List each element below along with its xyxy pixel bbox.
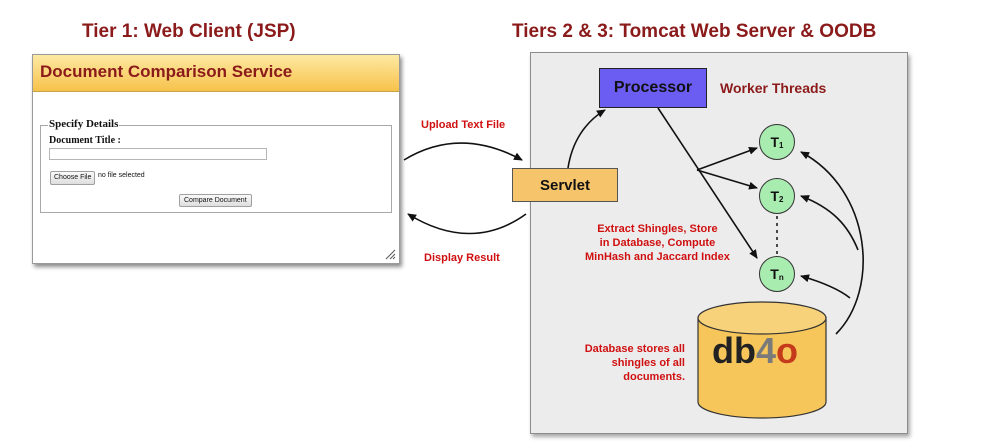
servlet-label: Servlet <box>539 176 591 194</box>
details-fieldset <box>40 125 392 213</box>
db-to-t2-arrow <box>800 195 859 251</box>
database-note: Database stores all shingles of all docu… <box>584 343 685 383</box>
servlet-to-processor-arrow <box>567 109 606 169</box>
db4o-logo: db4o <box>712 330 799 371</box>
client-header: Document Comparison Service <box>33 55 399 92</box>
to-t2-arrow <box>696 169 758 190</box>
servlet-box: Servlet <box>512 168 618 202</box>
web-client-window: Document Comparison Service Specify Deta… <box>32 54 400 264</box>
document-title-label: Document Title : <box>49 135 121 146</box>
upload-label: Upload Text File <box>421 119 506 131</box>
processor-label: Processor <box>613 79 693 96</box>
upload-arrow <box>403 142 523 161</box>
no-file-text: no file selected <box>98 172 145 179</box>
to-t1-arrow <box>696 146 758 171</box>
display-label: Display Result <box>424 252 500 264</box>
choose-file-button[interactable]: Choose File <box>50 171 96 185</box>
db-to-t1-arrow <box>800 151 864 335</box>
client-title: Document Comparison Service <box>40 62 293 81</box>
compare-document-button[interactable]: Compare Document <box>179 194 252 207</box>
processor-box: Processor <box>599 68 707 108</box>
database-cylinder <box>697 301 827 419</box>
db-to-tn-arrow <box>800 274 851 299</box>
display-arrow <box>407 213 527 235</box>
document-title-input[interactable] <box>49 148 267 160</box>
worker-threads-label: Worker Threads <box>720 80 827 96</box>
details-legend: Specify Details <box>48 118 120 130</box>
resize-grip-icon[interactable] <box>384 248 396 260</box>
tier23-title: Tiers 2 & 3: Tomcat Web Server & OODB <box>512 21 877 42</box>
extract-note: Extract Shingles, Store in Database, Com… <box>585 223 730 263</box>
tier1-title: Tier 1: Web Client (JSP) <box>82 21 296 42</box>
processor-to-tn-arrow <box>657 107 758 259</box>
